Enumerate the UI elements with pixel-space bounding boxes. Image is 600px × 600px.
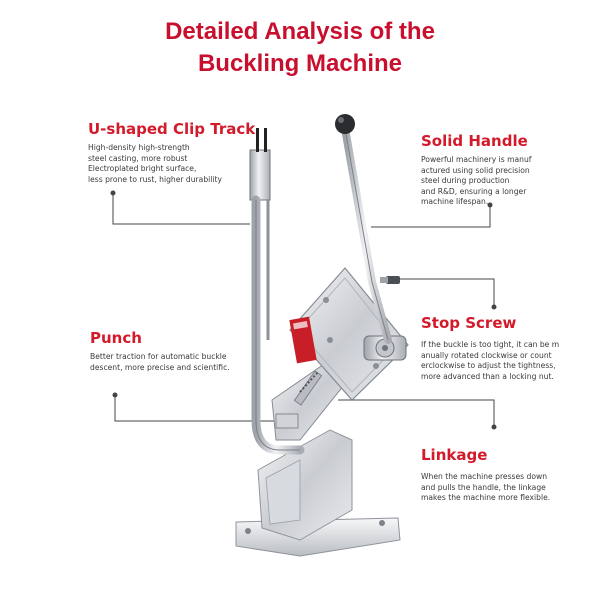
- punch-heading: Punch: [90, 329, 142, 347]
- punch-line: descent, more precise and scientific.: [90, 362, 230, 372]
- punch-description: Better traction for automatic buckle des…: [90, 352, 230, 373]
- machine-head: [289, 267, 409, 401]
- handle-part: [335, 114, 392, 344]
- handle-knob: [335, 114, 355, 134]
- stop-screw-description: If the buckle is too tight, it can be m …: [421, 340, 559, 382]
- title-line-1: Detailed Analysis of the: [165, 18, 435, 45]
- page-title: Detailed Analysis of the Buckling Machin…: [0, 16, 600, 80]
- stop-screw-line: anually rotated clockwise or count: [421, 350, 552, 360]
- handle-description: Powerful machinery is manuf actured usin…: [421, 155, 531, 208]
- handle-line: steel during production: [421, 176, 510, 185]
- clip-track-description: High-density high-strength steel casting…: [88, 143, 222, 185]
- punch-leader: [114, 395, 313, 422]
- linkage-leader: [338, 399, 495, 427]
- leader-lines: [110, 190, 497, 430]
- stop-screw-line: more advanced than a locking nut.: [421, 371, 554, 381]
- stop-screw-part: [380, 276, 400, 284]
- linkage-description: When the machine presses down and pulls …: [421, 472, 550, 504]
- stop-screw-leader: [396, 278, 495, 307]
- clip-track-leader: [112, 193, 250, 225]
- clip-track-part: [249, 128, 305, 455]
- linkage-line: makes the machine more flexible.: [421, 493, 551, 502]
- handle-leader: [371, 205, 491, 228]
- handle-line: actured using solid precision: [421, 165, 530, 175]
- handle-line: machine lifespan.: [421, 197, 489, 206]
- linkage-line: and pulls the handle, the linkage: [421, 482, 546, 492]
- clip-track-line: Electroplated bright surface,: [88, 164, 197, 173]
- handle-line: and R&D, ensuring a longer: [421, 186, 527, 196]
- stop-screw-line: If the buckle is too tight, it can be m: [421, 340, 560, 349]
- punch-line: Better traction for automatic buckle: [90, 352, 227, 361]
- clip-track-heading: U-shaped Clip Track: [88, 120, 256, 138]
- clip-track-line: steel casting, more robust: [88, 153, 188, 163]
- stop-screw-heading: Stop Screw: [421, 314, 517, 332]
- handle-heading: Solid Handle: [421, 132, 528, 150]
- clip-track-line: High-density high-strength: [88, 143, 190, 152]
- title-line-2: Buckling Machine: [197, 50, 403, 77]
- stop-screw-line: erclockwise to adjust the tightness,: [421, 361, 556, 370]
- linkage-line: When the machine presses down: [421, 472, 548, 481]
- handle-line: Powerful machinery is manuf: [421, 155, 532, 164]
- linkage-heading: Linkage: [421, 446, 488, 464]
- clip-track-line: less prone to rust, higher durability: [88, 174, 222, 184]
- punch-part: [271, 359, 349, 441]
